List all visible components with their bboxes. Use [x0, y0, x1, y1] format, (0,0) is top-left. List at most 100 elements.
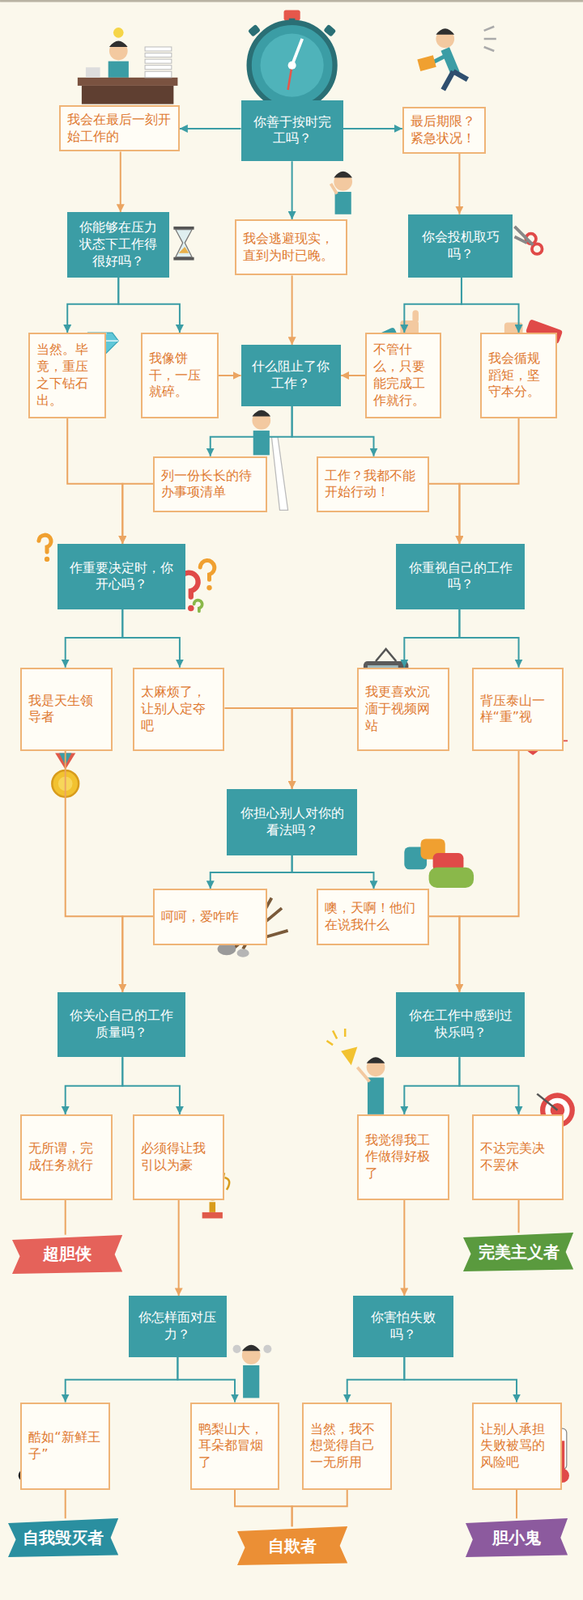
answer-text: 鸭梨山大，耳朵都冒烟了 [198, 1421, 273, 1473]
answer-text: 当然。毕竟，重压之下钻石出。 [36, 341, 98, 409]
flow-connector [210, 855, 293, 890]
answer-box: 我像饼干，一压就碎。 [140, 332, 219, 419]
flow-connector [179, 127, 242, 130]
answer-text: 噢，天啊！他们在说我什么 [324, 900, 422, 935]
answer-box: 鸭梨山大，耳朵都冒烟了 [190, 1403, 281, 1491]
result-label: 自欺者 [246, 1536, 338, 1558]
answer-box: 我觉得我工作做得好极了 [357, 1114, 449, 1201]
flow-connector [459, 418, 519, 545]
question-box: 你怎样面对压力？ [128, 1296, 227, 1358]
flow-connector [404, 1357, 517, 1403]
answer-text: 太麻烦了，让别人定夺吧 [140, 684, 217, 735]
question-text: 你能够在压力状态下工作得很好吗？ [74, 219, 162, 270]
flow-connector [224, 708, 292, 790]
flow-connector [404, 609, 460, 669]
question-box: 你重视自己的工作吗？ [395, 544, 525, 610]
answer-text: 工作？我都不能开始行动！ [324, 468, 422, 503]
flow-connector [459, 609, 519, 669]
answer-box: 背压泰山一样“重”视 [472, 668, 564, 752]
flow-connector [340, 374, 366, 377]
flow-connector [461, 277, 520, 333]
megaphone-man-figure [326, 1029, 385, 1115]
question-box: 你担心别人对你的看法吗？ [226, 789, 358, 856]
flow-connector [459, 751, 519, 993]
answer-box: 我会循规蹈矩，坚守本分。 [480, 332, 558, 419]
answer-text: 不管什么，只要能完成工作就行。 [373, 341, 433, 409]
flow-connector [404, 277, 462, 333]
flow-connector [118, 277, 180, 333]
flow-connector [64, 1490, 67, 1520]
answer-text: 最后期限？紧急状况！ [410, 113, 478, 148]
answer-box: 我是天生领导者 [20, 668, 112, 752]
flow-connector [292, 406, 375, 457]
question-text: 你在工作中感到过快乐吗？ [403, 1008, 518, 1043]
flow-connector [122, 916, 154, 992]
running-man-figure [417, 26, 496, 90]
question-text: 你会投机取巧吗？ [415, 229, 506, 264]
question-text: 你怎样面对压力？ [136, 1310, 220, 1345]
answer-box: 我更喜欢沉湎于视频网站 [357, 668, 449, 752]
answer-text: 酷如“新鲜王子” [28, 1429, 103, 1464]
answer-box: 不达完美决不罢休 [472, 1114, 564, 1201]
ribbon-fill [237, 1527, 348, 1567]
answer-text: 背压泰山一样“重”视 [480, 693, 556, 728]
flow-connector [210, 406, 293, 457]
answer-box: 列一份长长的待办事项清单 [153, 456, 268, 513]
question-box: 你能够在压力状态下工作得很好吗？ [67, 212, 170, 278]
answer-text: 我像饼干，一压就碎。 [148, 350, 211, 401]
result-banner: 超胆侠 [12, 1235, 123, 1275]
ribbon-fill [465, 1519, 568, 1558]
question-text: 你重视自己的工作吗？ [403, 560, 518, 595]
flow-connector [404, 1057, 460, 1115]
flow-connector [429, 484, 460, 545]
flow-connector [119, 151, 122, 213]
flow-connector [292, 1490, 348, 1528]
steaming-man-figure [233, 1345, 273, 1400]
flow-connector [67, 277, 119, 333]
answer-text: 我会循规蹈矩，坚守本分。 [488, 350, 550, 401]
result-banner: 自我毁灭者 [8, 1519, 119, 1558]
answer-text: 我是天生领导者 [28, 693, 104, 728]
flow-connector [429, 916, 460, 992]
answer-box: 我会逃避现实，直到为时已晚。 [234, 219, 348, 276]
ribbon-fill [12, 1235, 123, 1275]
speech-bubbles-icon [404, 838, 474, 889]
flow-connector [458, 153, 460, 215]
flow-connector [343, 127, 403, 130]
flow-connector [518, 1200, 520, 1234]
answer-box: 酷如“新鲜王子” [20, 1403, 111, 1491]
flow-connector [122, 1057, 180, 1115]
answer-box: 让别人承担失败被骂的风险吧 [472, 1403, 562, 1491]
result-banner: 完美主义者 [463, 1233, 574, 1273]
answer-text: 无所谓，完成任务就行 [28, 1140, 104, 1175]
flow-connector [65, 1057, 124, 1115]
result-label: 超胆侠 [21, 1243, 113, 1266]
result-banner: 自欺者 [237, 1527, 348, 1567]
flow-connector [291, 275, 294, 345]
question-box: 你会投机取巧吗？ [408, 214, 513, 278]
answer-text: 我会在最后一刻开始工作的 [67, 111, 172, 146]
worried-man-figure [331, 171, 353, 215]
answer-text: 我更喜欢沉湎于视频网站 [365, 684, 441, 735]
answer-text: 让别人承担失败被骂的风险吧 [480, 1421, 554, 1473]
flow-connector [515, 1490, 518, 1520]
question-text: 你关心自己的工作质量吗？ [64, 1008, 179, 1043]
question-text: 什么阻止了你工作？ [248, 358, 335, 393]
flow-connector [122, 484, 154, 545]
question-text: 你担心别人对你的看法吗？ [234, 805, 350, 840]
top-rule [0, 0, 583, 3]
question-box: 什么阻止了你工作？ [241, 344, 342, 407]
answer-box: 无所谓，完成任务就行 [20, 1114, 112, 1201]
question-mark-icons [38, 535, 215, 612]
flow-connector [64, 1200, 67, 1236]
answer-box: 当然。毕竟，重压之下钻石出。 [28, 332, 107, 419]
flow-connector [67, 418, 123, 545]
result-banner: 胆小鬼 [465, 1519, 568, 1558]
flow-connector [178, 1200, 180, 1298]
flow-connector [292, 708, 358, 790]
ribbon-fill [463, 1233, 574, 1273]
question-box: 你善于按时完工吗？ [241, 100, 344, 162]
flow-connector [234, 1490, 293, 1528]
flow-connector [403, 1200, 405, 1298]
scissors-icon [514, 226, 542, 255]
